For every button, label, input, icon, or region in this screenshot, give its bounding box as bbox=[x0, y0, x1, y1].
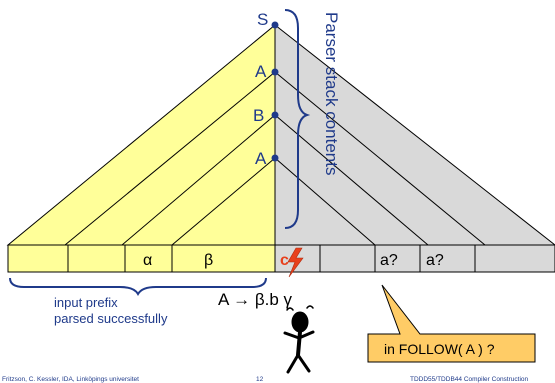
footer-right: TDDD55/TDDB44 Compiler Construction bbox=[410, 376, 529, 383]
node-label-third: A bbox=[255, 149, 267, 168]
stack-brace bbox=[284, 9, 311, 229]
node-dot-third bbox=[271, 154, 279, 162]
prefix-caption-line2: parsed successfully bbox=[54, 311, 168, 326]
node-label-first: A bbox=[255, 62, 267, 81]
production-label: A → β.b γ bbox=[218, 290, 293, 309]
cell-current: c bbox=[280, 252, 289, 269]
node-dot-first bbox=[271, 68, 279, 76]
callout-box bbox=[367, 284, 536, 363]
confused-stick-figure-icon bbox=[283, 305, 315, 374]
footer-page: 12 bbox=[256, 376, 264, 383]
unparsed-region bbox=[274, 23, 555, 246]
prefix-brace bbox=[9, 277, 267, 297]
tape-unparsed bbox=[274, 244, 555, 273]
prefix-caption-line1: input prefix bbox=[54, 295, 118, 310]
stack-label: Parser stack contents bbox=[322, 12, 341, 175]
cell-lookahead-2: a? bbox=[426, 252, 444, 269]
cell-lookahead-1: a? bbox=[380, 252, 398, 269]
footer-left: Fritzson, C. Kessler, IDA, Linköpings un… bbox=[2, 376, 139, 383]
cell-beta: β bbox=[204, 252, 213, 269]
parsed-region bbox=[6, 23, 276, 246]
subtree-lines bbox=[64, 25, 486, 246]
cell-alpha: α bbox=[143, 252, 152, 269]
node-label-top: S bbox=[257, 10, 268, 29]
node-dot-second bbox=[271, 111, 279, 119]
stack-nodes bbox=[271, 21, 279, 162]
callout-text: in FOLLOW( A ) ? bbox=[384, 341, 495, 357]
lightning-icon bbox=[287, 247, 304, 278]
tape-parsed bbox=[7, 244, 276, 273]
node-label-second: B bbox=[253, 106, 264, 125]
input-tape bbox=[7, 244, 555, 273]
node-dot-top bbox=[271, 21, 279, 29]
